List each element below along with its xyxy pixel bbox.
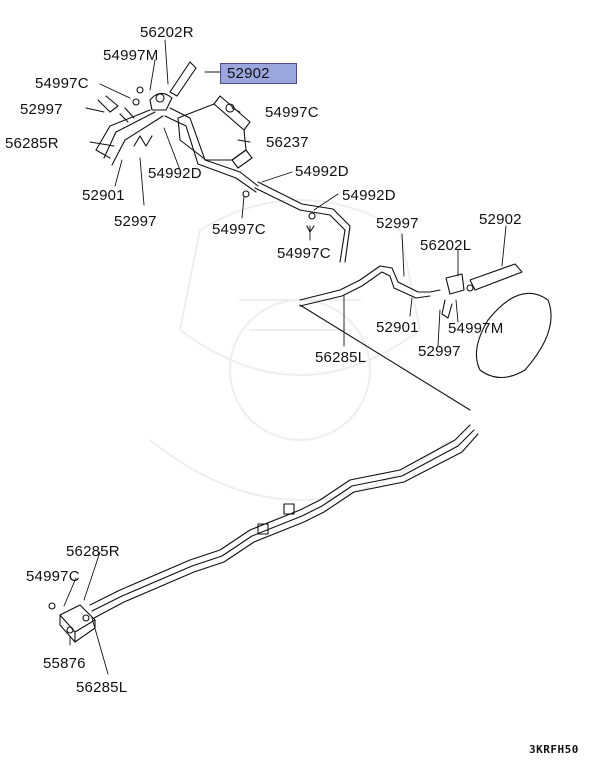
label-56285R-bottom: 56285R — [66, 543, 120, 560]
label-52997-d: 52997 — [418, 343, 461, 360]
label-54997C-a: 54997C — [35, 75, 89, 92]
label-52902-highlighted: 52902 — [220, 63, 297, 84]
leader-lines — [63, 39, 507, 675]
label-56285L-bottom: 56285L — [76, 679, 128, 696]
canister-56237 — [177, 95, 253, 169]
watermark-emblem — [149, 199, 451, 501]
junction-55876 — [48, 602, 96, 643]
diagram-code: 3KRFH50 — [529, 743, 579, 756]
label-54997C-b: 54997C — [265, 104, 319, 121]
label-54997M-b: 54997M — [448, 320, 504, 337]
label-54992D-a: 54992D — [148, 165, 202, 182]
label-54997C-c: 54997C — [212, 221, 266, 238]
label-54992D-b: 54992D — [295, 163, 349, 180]
right-hose-assembly — [429, 263, 552, 379]
label-56202R-top: 56202R — [140, 24, 194, 41]
label-54992D-c: 54992D — [342, 187, 396, 204]
label-54997M-top: 54997M — [103, 47, 159, 64]
label-56285L-mid: 56285L — [315, 349, 367, 366]
label-52997-c: 52997 — [376, 215, 419, 232]
label-54997C-e: 54997C — [26, 568, 80, 585]
label-55876: 55876 — [43, 655, 86, 672]
label-56202L: 56202L — [420, 237, 472, 254]
label-52902-right: 52902 — [479, 211, 522, 228]
label-52901-a: 52901 — [82, 187, 125, 204]
label-56285R-top: 56285R — [5, 135, 59, 152]
label-52997-b: 52997 — [114, 213, 157, 230]
label-56237: 56237 — [266, 134, 309, 151]
label-52997-a: 52997 — [20, 101, 63, 118]
main-brake-lines — [89, 181, 479, 619]
label-52901-b: 52901 — [376, 319, 419, 336]
top-left-assembly — [95, 61, 259, 193]
label-54997C-d: 54997C — [277, 245, 331, 262]
